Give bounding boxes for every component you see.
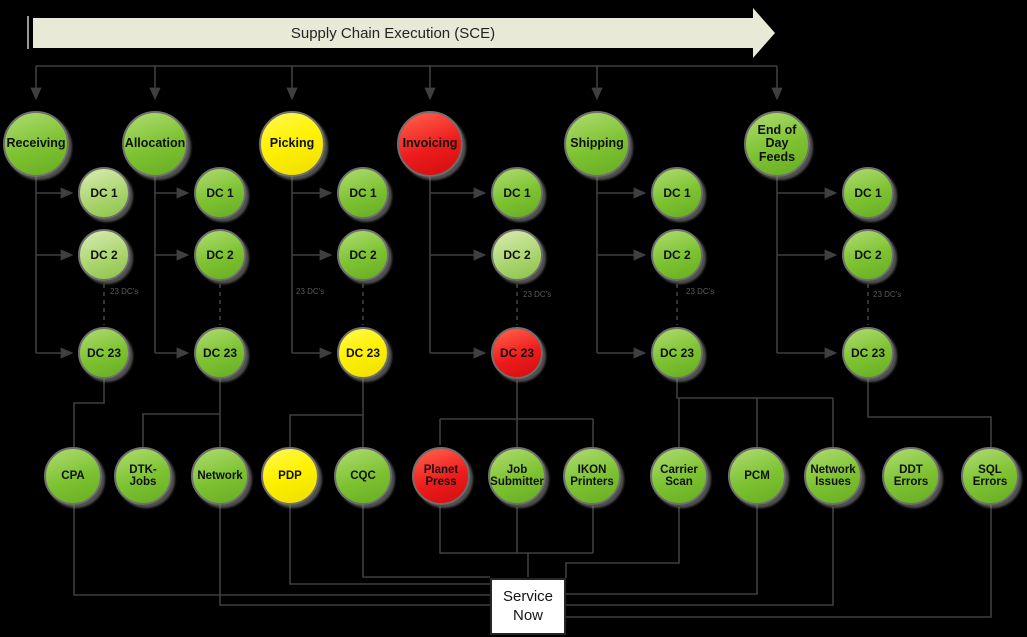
- banner-title: Supply Chain Execution (SCE): [290, 24, 496, 42]
- node-carrier-scan: Carrier Scan: [650, 447, 708, 505]
- node-eod-dc1: DC 1: [842, 167, 894, 219]
- node-label: Planet Press: [423, 463, 459, 488]
- node-label: PDP: [278, 469, 302, 482]
- support-feeders: [73, 379, 992, 449]
- node-invoicing-dc23: DC 23: [491, 327, 543, 379]
- node-eod-dc2: DC 2: [842, 229, 894, 281]
- service-now-feeders: [73, 504, 992, 618]
- node-label: Allocation: [124, 136, 186, 151]
- node-picking-dc1: DC 1: [337, 167, 389, 219]
- node-ikon-printers: IKON Printers: [563, 447, 621, 505]
- node-label: Shipping: [570, 136, 624, 151]
- node-label: DC 2: [663, 247, 691, 262]
- banner-left-tick: [27, 16, 29, 49]
- node-label: DC 2: [854, 247, 882, 262]
- node-job-submitter: Job Submitter: [488, 447, 546, 505]
- dc-count-label: 23 DC's: [523, 290, 552, 299]
- node-label: DC 1: [663, 185, 691, 200]
- branch-arrows: [36, 187, 838, 359]
- node-label: SQL Errors: [972, 463, 1008, 488]
- node-label: DC 23: [659, 345, 694, 360]
- node-receiving-dc23: DC 23: [78, 327, 130, 379]
- node-receiving-dc2: DC 2: [78, 229, 130, 281]
- node-receiving: Receiving: [3, 111, 69, 177]
- node-network-issues: Network Issues: [804, 447, 862, 505]
- node-pcm: PCM: [728, 447, 786, 505]
- node-label: Invoicing: [402, 136, 458, 151]
- dc-count-label: 23 DC's: [296, 287, 325, 296]
- node-sql-errors: SQL Errors: [961, 447, 1019, 505]
- banner-body: Supply Chain Execution (SCE): [33, 18, 753, 48]
- node-label: Receiving: [6, 136, 66, 151]
- node-label: End of Day Feeds: [757, 123, 797, 164]
- node-cqc: CQC: [334, 447, 392, 505]
- dc-count-label: 23 DC's: [110, 287, 139, 296]
- node-invoicing-dc2: DC 2: [491, 229, 543, 281]
- node-shipping-dc23: DC 23: [651, 327, 703, 379]
- node-label: DC 2: [503, 247, 531, 262]
- node-label: DC 23: [345, 345, 380, 360]
- node-label: DC 1: [854, 185, 882, 200]
- node-network: Network: [191, 447, 249, 505]
- node-label: CQC: [350, 469, 376, 482]
- node-label: DC 2: [206, 247, 234, 262]
- node-allocation-dc2: DC 2: [194, 229, 246, 281]
- node-label: Picking: [269, 136, 315, 151]
- node-shipping-dc2: DC 2: [651, 229, 703, 281]
- node-label: DC 23: [86, 345, 121, 360]
- node-label: PCM: [744, 469, 770, 482]
- node-planet-press: Planet Press: [412, 447, 470, 505]
- node-label: DC 23: [850, 345, 885, 360]
- service-now-box: Service Now: [490, 578, 566, 635]
- node-invoicing: Invoicing: [397, 111, 463, 177]
- node-label: DC 23: [499, 345, 534, 360]
- node-ddt-errors: DDT Errors: [882, 447, 940, 505]
- node-allocation-dc1: DC 1: [194, 167, 246, 219]
- node-pdp: PDP: [261, 447, 319, 505]
- node-shipping-dc1: DC 1: [651, 167, 703, 219]
- node-allocation-dc23: DC 23: [194, 327, 246, 379]
- service-now-label-line1: Service: [502, 587, 554, 605]
- node-dtk-jobs: DTK-Jobs: [114, 447, 172, 505]
- node-eod-dc23: DC 23: [842, 327, 894, 379]
- node-label: Carrier Scan: [660, 463, 698, 488]
- node-label: Network: [197, 469, 243, 482]
- banner-arrowhead-icon: [753, 8, 775, 58]
- node-picking-dc2: DC 2: [337, 229, 389, 281]
- node-label: DTK-Jobs: [129, 463, 157, 488]
- node-picking: Picking: [259, 111, 325, 177]
- node-shipping: Shipping: [564, 111, 630, 177]
- node-label: Network Issues: [810, 463, 856, 488]
- node-invoicing-dc1: DC 1: [491, 167, 543, 219]
- node-label: IKON Printers: [570, 463, 614, 488]
- dc-gap-dashes: [103, 284, 869, 325]
- node-label: DC 1: [206, 185, 234, 200]
- node-picking-dc23: DC 23: [337, 327, 389, 379]
- node-receiving-dc1: DC 1: [78, 167, 130, 219]
- dc-count-label: 23 DC's: [686, 287, 715, 296]
- node-allocation: Allocation: [122, 111, 188, 177]
- dc-count-label: 23 DC's: [873, 290, 902, 299]
- node-label: CPA: [61, 469, 85, 482]
- node-label: DC 2: [349, 247, 377, 262]
- node-label: DC 1: [503, 185, 531, 200]
- node-label: Job Submitter: [490, 463, 544, 488]
- node-eod-feeds: End of Day Feeds: [744, 111, 810, 177]
- sce-banner: Supply Chain Execution (SCE): [0, 0, 1027, 70]
- node-label: DC 2: [90, 247, 118, 262]
- node-label: DC 23: [202, 345, 237, 360]
- node-cpa: CPA: [44, 447, 102, 505]
- node-label: DDT Errors: [893, 463, 929, 488]
- service-now-label-line2: Now: [512, 606, 543, 624]
- node-label: DC 1: [349, 185, 377, 200]
- node-label: DC 1: [90, 185, 118, 200]
